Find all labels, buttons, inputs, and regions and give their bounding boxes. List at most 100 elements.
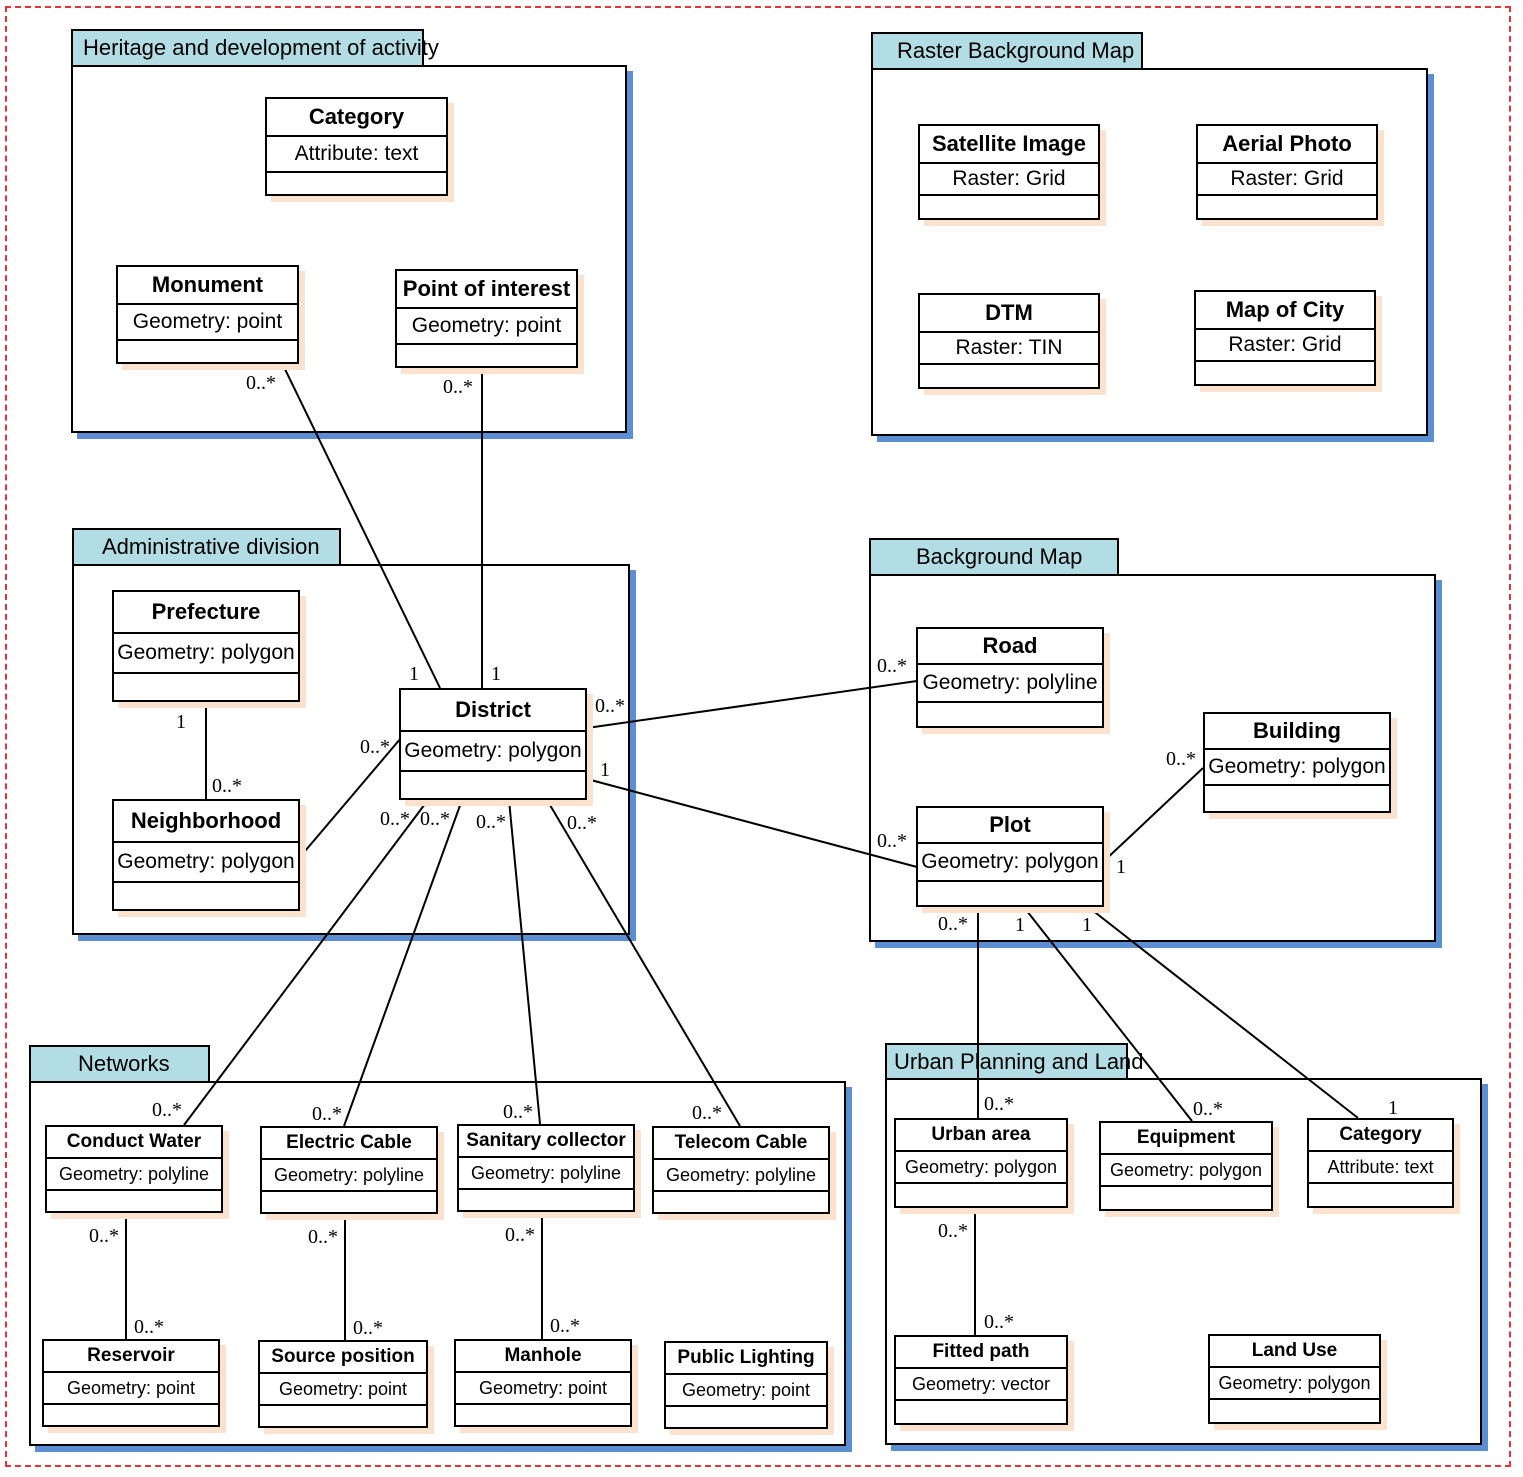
- class-operations: [260, 1406, 426, 1426]
- multiplicity: 0..*: [360, 736, 390, 758]
- multiplicity: 0..*: [1166, 748, 1196, 770]
- class-attribute: Attribute: text: [267, 137, 446, 173]
- class-map-of-city[interactable]: Map of City Raster: Grid: [1194, 290, 1376, 386]
- class-attribute: Geometry: point: [44, 1373, 218, 1405]
- class-satellite-image[interactable]: Satellite Image Raster: Grid: [918, 124, 1100, 220]
- multiplicity: 0..*: [595, 695, 625, 717]
- class-attribute: Geometry: point: [666, 1375, 826, 1407]
- class-name: Monument: [118, 267, 297, 305]
- class-operations: [114, 883, 298, 909]
- class-name: Fitted path: [896, 1337, 1066, 1369]
- class-name: Reservoir: [44, 1341, 218, 1373]
- multiplicity: 0..*: [212, 775, 242, 797]
- class-name: Map of City: [1196, 292, 1374, 330]
- class-sanitary-collector[interactable]: Sanitary collector Geometry: polyline: [457, 1124, 635, 1212]
- class-district[interactable]: District Geometry: polygon: [399, 688, 587, 800]
- class-operations: [459, 1190, 633, 1210]
- class-manhole[interactable]: Manhole Geometry: point: [454, 1339, 632, 1427]
- class-name: Road: [918, 629, 1102, 665]
- class-dtm[interactable]: DTM Raster: TIN: [918, 293, 1100, 389]
- class-point-of-interest[interactable]: Point of interest Geometry: point: [395, 269, 578, 368]
- edge-district-road: [586, 680, 918, 729]
- class-conduct-water[interactable]: Conduct Water Geometry: polyline: [45, 1125, 223, 1213]
- multiplicity: 0..*: [353, 1317, 383, 1339]
- class-operations: [118, 341, 297, 362]
- multiplicity: 1: [491, 663, 501, 685]
- class-attribute: Geometry: polygon: [918, 844, 1102, 882]
- class-category-heritage[interactable]: Category Attribute: text: [265, 97, 448, 196]
- class-land-use[interactable]: Land Use Geometry: polygon: [1208, 1334, 1381, 1424]
- multiplicity: 0..*: [134, 1316, 164, 1338]
- class-equipment[interactable]: Equipment Geometry: polygon: [1099, 1121, 1273, 1211]
- class-operations: [1205, 786, 1389, 811]
- multiplicity: 0..*: [1193, 1098, 1223, 1120]
- class-attribute: Geometry: polygon: [1205, 750, 1389, 786]
- multiplicity: 1: [600, 759, 610, 781]
- class-telecom-cable[interactable]: Telecom Cable Geometry: polyline: [652, 1126, 830, 1214]
- class-category-urban[interactable]: Category Attribute: text: [1307, 1118, 1454, 1208]
- class-name: Point of interest: [397, 271, 576, 309]
- multiplicity: 1: [1116, 856, 1126, 878]
- class-reservoir[interactable]: Reservoir Geometry: point: [42, 1339, 220, 1427]
- class-road[interactable]: Road Geometry: polyline: [916, 627, 1104, 728]
- class-operations: [397, 345, 576, 366]
- multiplicity: 0..*: [443, 376, 473, 398]
- multiplicity: 0..*: [877, 830, 907, 852]
- class-building[interactable]: Building Geometry: polygon: [1203, 712, 1391, 813]
- class-name: Equipment: [1101, 1123, 1271, 1155]
- class-neighborhood[interactable]: Neighborhood Geometry: polygon: [112, 799, 300, 911]
- class-plot[interactable]: Plot Geometry: polygon: [916, 806, 1104, 907]
- multiplicity: 1: [176, 711, 186, 733]
- class-name: Sanitary collector: [459, 1126, 633, 1158]
- class-operations: [896, 1184, 1066, 1206]
- class-prefecture[interactable]: Prefecture Geometry: polygon: [112, 590, 300, 702]
- class-operations: [44, 1405, 218, 1425]
- class-name: Conduct Water: [47, 1127, 221, 1159]
- class-name: Category: [267, 99, 446, 137]
- multiplicity: 1: [409, 663, 419, 685]
- package-background-title: Background Map: [869, 538, 1119, 576]
- class-name: Source position: [260, 1342, 426, 1374]
- class-electric-cable[interactable]: Electric Cable Geometry: polyline: [260, 1126, 438, 1214]
- class-attribute: Geometry: point: [260, 1374, 426, 1406]
- edge-district-telecom: [546, 799, 741, 1127]
- class-operations: [654, 1192, 828, 1212]
- class-aerial-photo[interactable]: Aerial Photo Raster: Grid: [1196, 124, 1378, 220]
- multiplicity: 0..*: [420, 808, 450, 830]
- multiplicity: 1: [1015, 914, 1025, 936]
- class-attribute: Geometry: polygon: [896, 1152, 1066, 1184]
- class-operations: [896, 1401, 1066, 1423]
- class-attribute: Raster: TIN: [920, 333, 1098, 365]
- class-attribute: Geometry: polygon: [114, 634, 298, 674]
- multiplicity: 0..*: [312, 1103, 342, 1125]
- multiplicity: 1: [1388, 1097, 1398, 1119]
- diagram-frame: [5, 6, 1511, 1467]
- class-source-position[interactable]: Source position Geometry: point: [258, 1340, 428, 1428]
- package-heritage-title: Heritage and development of activity: [71, 29, 439, 67]
- multiplicity: 0..*: [877, 655, 907, 677]
- multiplicity: 0..*: [938, 913, 968, 935]
- edge-district-plot: [586, 778, 918, 868]
- multiplicity: 0..*: [503, 1101, 533, 1123]
- class-name: Plot: [918, 808, 1102, 844]
- class-operations: [1101, 1187, 1271, 1209]
- edge-plot-building: [1102, 767, 1204, 863]
- class-monument[interactable]: Monument Geometry: point: [116, 265, 299, 364]
- class-attribute: Raster: Grid: [1196, 330, 1374, 362]
- class-operations: [401, 772, 585, 798]
- multiplicity: 1: [1082, 914, 1092, 936]
- class-name: Electric Cable: [262, 1128, 436, 1160]
- edge-monument-district: [281, 362, 441, 689]
- class-attribute: Geometry: point: [456, 1373, 630, 1405]
- class-attribute: Raster: Grid: [1198, 164, 1376, 196]
- class-public-lighting[interactable]: Public Lighting Geometry: point: [664, 1341, 828, 1429]
- class-attribute: Geometry: point: [118, 305, 297, 341]
- class-name: Telecom Cable: [654, 1128, 828, 1160]
- class-urban-area[interactable]: Urban area Geometry: polygon: [894, 1118, 1068, 1208]
- class-fitted-path[interactable]: Fitted path Geometry: vector: [894, 1335, 1068, 1425]
- package-networks-title: Networks: [29, 1045, 210, 1083]
- class-name: DTM: [920, 295, 1098, 333]
- class-name: Manhole: [456, 1341, 630, 1373]
- class-attribute: Geometry: polyline: [918, 665, 1102, 703]
